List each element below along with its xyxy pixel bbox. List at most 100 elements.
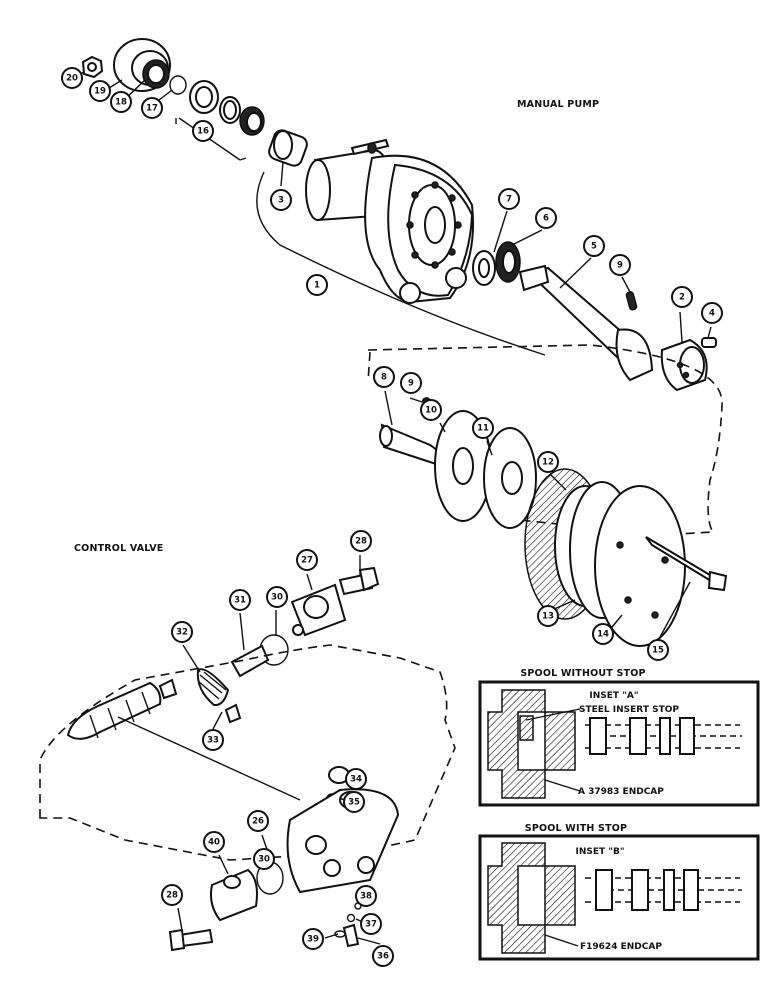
part-balloon-number: 11 <box>477 424 489 434</box>
spring-part-32 <box>196 668 230 707</box>
part-balloon-33: 33 <box>202 729 224 751</box>
part-balloon-number: 7 <box>506 195 512 205</box>
part-balloon-number: 35 <box>348 798 360 808</box>
part-balloon-number: 38 <box>360 892 372 902</box>
part-balloon-number: 9 <box>408 379 414 389</box>
part-balloon-9: 9 <box>400 372 422 394</box>
part-balloon-1: 1 <box>306 274 328 296</box>
part-balloon-15: 15 <box>647 639 669 661</box>
part-balloon-number: 10 <box>425 406 437 416</box>
part-balloon-number: 19 <box>94 87 106 97</box>
key-part-4 <box>701 337 717 348</box>
part-balloon-32: 32 <box>171 621 193 643</box>
control-valve-title: CONTROL VALVE <box>74 543 163 554</box>
part-balloon-36: 36 <box>372 945 394 967</box>
part-balloon-28: 28 <box>161 884 183 906</box>
part-balloon-11: 11 <box>472 417 494 439</box>
part-balloon-number: 18 <box>115 98 127 108</box>
part-balloon-27: 27 <box>296 549 318 571</box>
part-balloon-40: 40 <box>203 831 225 853</box>
part-balloon-number: 15 <box>652 646 664 656</box>
part-balloon-number: 9 <box>617 261 623 271</box>
part-balloon-28: 28 <box>350 530 372 552</box>
pump-seal-stack <box>81 38 308 167</box>
part-balloon-number: 26 <box>252 817 264 827</box>
spool-part-26 <box>66 681 162 740</box>
bolt-part-28b <box>178 928 214 948</box>
part-balloon-number: 20 <box>66 74 78 84</box>
pump-body-part-1 <box>305 138 475 304</box>
dashed-group-pump <box>367 344 723 536</box>
part-balloon-number: 17 <box>146 104 158 114</box>
control-valve-parts <box>39 566 456 952</box>
inset-a-label: INSET "A" <box>589 691 638 701</box>
part-balloon-number: 13 <box>542 612 554 622</box>
plug-part-31 <box>230 644 270 678</box>
washer-part-33b <box>224 703 242 724</box>
part-balloon-number: 1 <box>314 281 320 291</box>
part-balloon-6: 6 <box>535 207 557 229</box>
part-balloon-10: 10 <box>420 399 442 421</box>
leader-1 <box>256 171 546 356</box>
part-balloon-number: 14 <box>597 630 609 640</box>
leader-lines <box>71 71 712 945</box>
part-balloon-number: 5 <box>591 242 597 252</box>
part-balloon-number: 8 <box>381 373 387 383</box>
part-balloon-number: 32 <box>176 628 188 638</box>
spring-part-37 <box>346 913 356 923</box>
inset-b-heading: SPOOL WITH STOP <box>525 823 627 834</box>
part-balloon-number: 28 <box>166 891 178 901</box>
part-balloon-16: 16 <box>192 120 214 142</box>
part-balloon-number: 36 <box>377 952 389 962</box>
part-balloon-number: 30 <box>258 855 270 865</box>
part-balloon-18: 18 <box>110 91 132 113</box>
washer-part-39 <box>334 930 346 938</box>
part-balloon-9: 9 <box>609 254 631 276</box>
part-balloon-number: 16 <box>197 127 209 137</box>
flange-part-40 <box>210 868 258 922</box>
part-balloon-30: 30 <box>266 586 288 608</box>
part-balloon-number: 28 <box>355 537 367 547</box>
leader-26 <box>117 716 301 801</box>
inset-a-endcap-callout: A 37983 ENDCAP <box>578 787 664 797</box>
part-balloon-number: 27 <box>301 556 313 566</box>
part-balloon-39: 39 <box>302 928 324 950</box>
part-balloon-37: 37 <box>360 913 382 935</box>
part-balloon-4: 4 <box>701 302 723 324</box>
inset-b: SPOOL WITH STOP INSET "B" F19624 ENDCAP <box>478 823 760 961</box>
part-balloon-number: 4 <box>709 309 715 319</box>
part-balloon-5: 5 <box>583 235 605 257</box>
manual-pump-title: MANUAL PUMP <box>517 99 599 110</box>
lower-pump-parts <box>379 397 728 647</box>
part-balloon-8: 8 <box>373 366 395 388</box>
part-balloon-number: 40 <box>208 838 220 848</box>
part-balloon-19: 19 <box>89 80 111 102</box>
inset-a-stop-callout: STEEL INSERT STOP <box>579 705 679 715</box>
part-balloon-number: 39 <box>307 935 319 945</box>
part-balloon-3: 3 <box>270 189 292 211</box>
part-balloon-38: 38 <box>355 885 377 907</box>
part-balloon-number: 37 <box>365 920 377 930</box>
washer-part-33a <box>158 678 178 700</box>
dashed-group-valve <box>39 644 456 861</box>
part-balloon-7: 7 <box>498 188 520 210</box>
endplate-part-14 <box>594 485 686 647</box>
part-balloon-20: 20 <box>61 67 83 89</box>
part-balloon-number: 2 <box>679 293 685 303</box>
part-balloon-number: 30 <box>271 593 283 603</box>
part-balloon-2: 2 <box>671 286 693 308</box>
part-balloon-35: 35 <box>343 791 365 813</box>
part-balloon-17: 17 <box>141 97 163 119</box>
inset-a: SPOOL WITHOUT STOP INSET "A" STEEL INSER… <box>478 668 760 807</box>
part-balloon-13: 13 <box>537 605 559 627</box>
ring-part-17 <box>169 75 187 95</box>
part-balloon-number: 34 <box>350 775 362 785</box>
part-balloon-14: 14 <box>592 623 614 645</box>
pin-part-9a <box>625 291 638 311</box>
plug-part-36 <box>342 923 360 948</box>
part-balloon-30: 30 <box>253 848 275 870</box>
part-balloon-12: 12 <box>537 451 559 473</box>
part-balloon-number: 12 <box>542 458 554 468</box>
part-balloon-number: 6 <box>543 214 549 224</box>
